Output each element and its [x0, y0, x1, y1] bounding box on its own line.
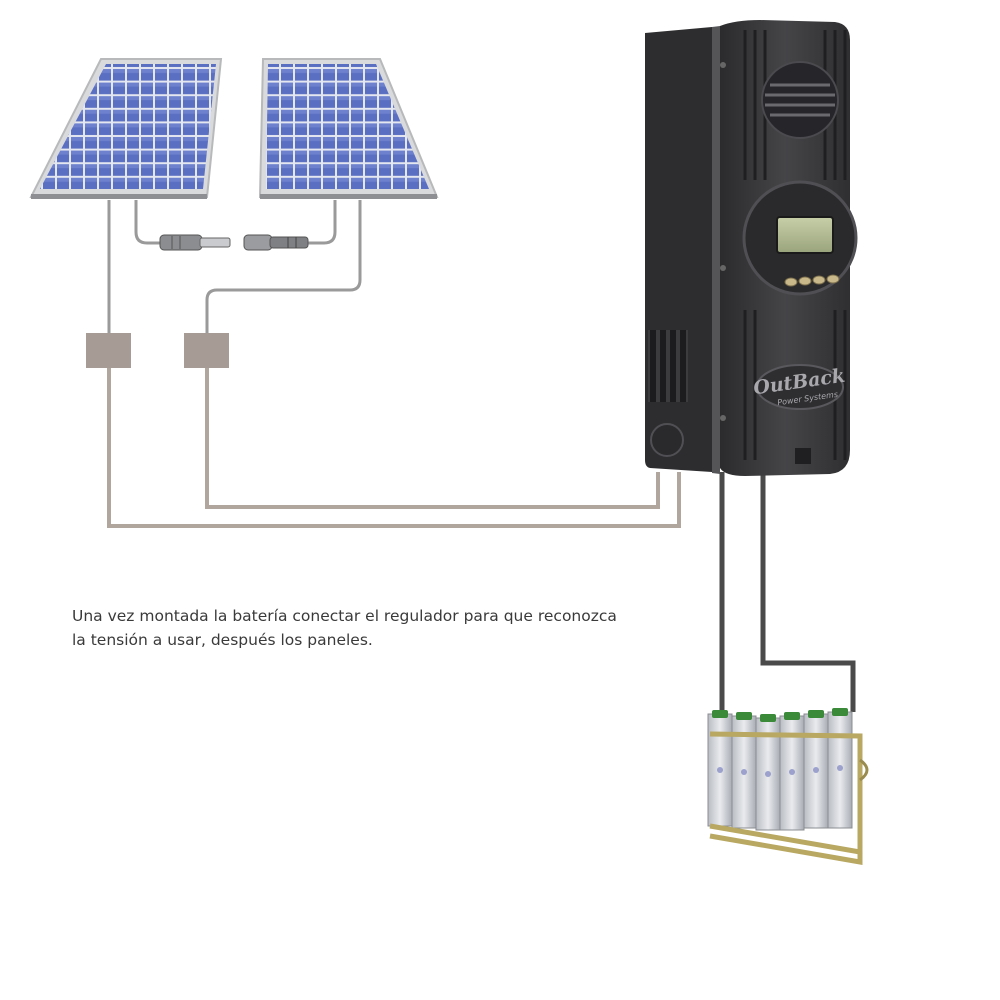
battery-frame	[709, 731, 863, 865]
solar-panel-left	[29, 58, 223, 199]
battery-terminals	[712, 708, 848, 722]
battery-cells	[707, 711, 853, 831]
instruction-caption: Una vez montada la batería conectar el r…	[72, 604, 712, 652]
caption-line-1: Una vez montada la batería conectar el r…	[72, 607, 617, 625]
mc4-connector-icon	[159, 234, 309, 251]
pv-wiring	[107, 368, 681, 528]
panel-leads	[107, 200, 362, 333]
fuse-box-icon	[184, 333, 229, 368]
charge-controller-icon: OutBack Power Systems	[645, 20, 858, 476]
fuse-box-icon	[86, 333, 131, 368]
solar-panel-right	[258, 58, 439, 199]
battery-wiring	[719, 472, 856, 712]
battery-bank-icon	[707, 708, 869, 865]
caption-line-2: la tensión a usar, después los paneles.	[72, 631, 373, 649]
